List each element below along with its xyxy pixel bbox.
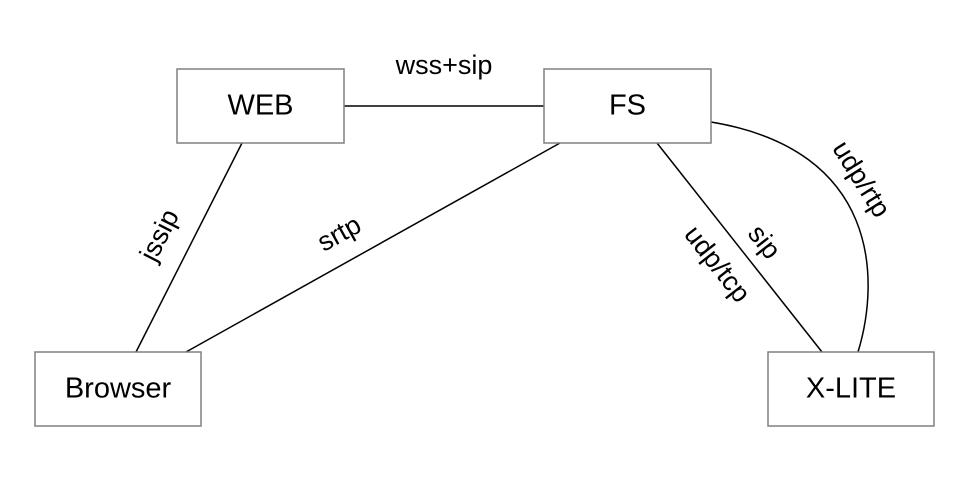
- edge-label-udp-rtp: udp/rtp: [827, 135, 897, 222]
- node-browser: Browser: [34, 351, 202, 427]
- node-fs-box: [543, 68, 712, 144]
- node-web: WEB: [176, 68, 345, 144]
- node-xlite-label: X-LITE: [806, 373, 896, 405]
- edge-fs-xlite-media: [710, 121, 869, 353]
- node-web-label: WEB: [227, 90, 293, 122]
- edge-label-sip: sip: [742, 219, 787, 265]
- edge-label-srtp: srtp: [312, 209, 366, 257]
- node-xlite-box: [767, 351, 935, 427]
- edge-fs-browser: [185, 142, 561, 353]
- node-browser-label: Browser: [65, 373, 172, 405]
- edge-web-browser: [135, 142, 243, 353]
- node-browser-box: [34, 351, 202, 427]
- node-fs-label: FS: [609, 90, 646, 122]
- node-web-box: [176, 68, 345, 144]
- edge-fs-xlite-sip: [656, 142, 823, 353]
- node-xlite: X-LITE: [767, 351, 935, 427]
- edge-label-udp-tcp: udp/tcp: [678, 220, 756, 308]
- edge-label-jssip: jssip: [133, 204, 185, 267]
- edge-label-wss-sip: wss+sip: [395, 50, 493, 80]
- node-fs: FS: [543, 68, 712, 144]
